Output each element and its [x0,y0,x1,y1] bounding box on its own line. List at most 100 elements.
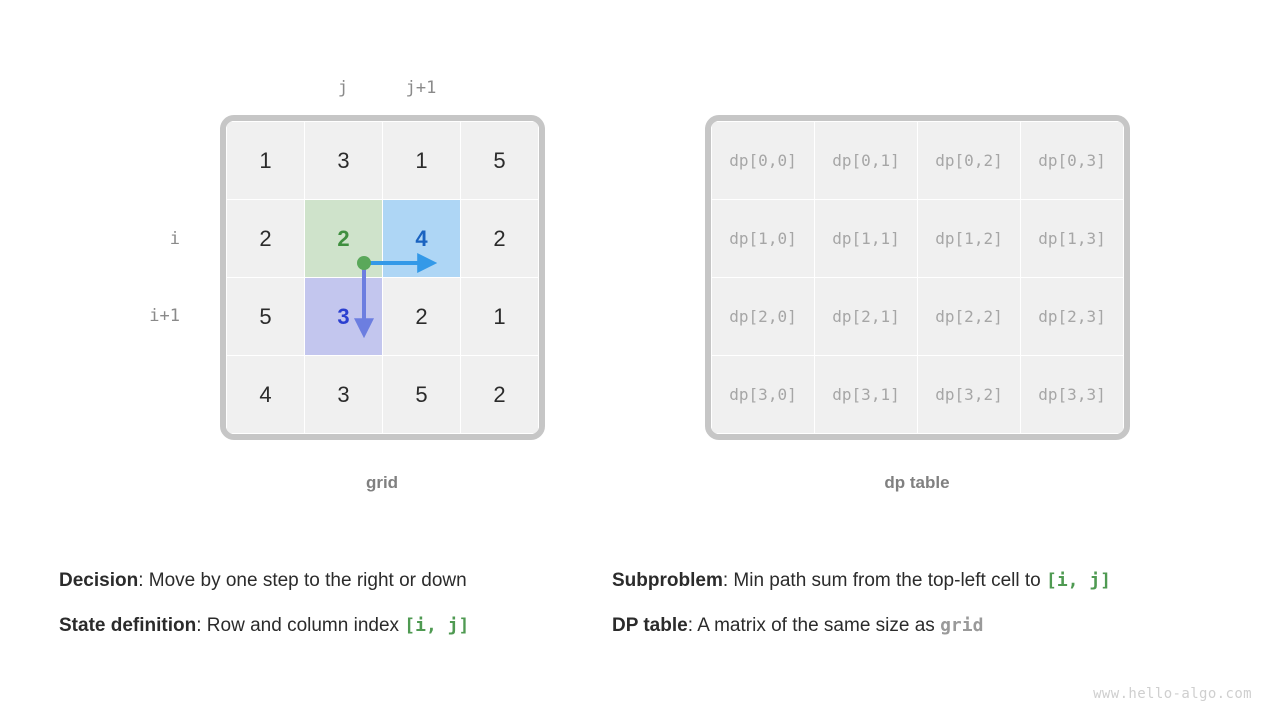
note-separator: : [722,570,734,591]
column-index-label-j: j [337,78,349,98]
note-separator: : [196,615,207,636]
row-index-label-i: i [169,229,180,249]
table-row: dp[3,0] dp[3,1] dp[3,2] dp[3,3] [711,355,1124,434]
dp-cell[interactable]: dp[3,0] [711,355,815,434]
grid-cell[interactable]: 5 [226,277,305,356]
note-lead: State definition [59,615,197,636]
table-row: 4 3 5 2 [226,355,539,434]
grid-cell[interactable]: 3 [304,121,383,200]
notes-right-column: Subproblem: Min path sum from the top-le… [612,558,1111,648]
dp-cell-label: dp[2,0] [729,307,797,326]
table-row: dp[2,0] dp[2,1] dp[2,2] dp[2,3] [711,277,1124,356]
dp-cell[interactable]: dp[1,0] [711,199,815,278]
grid-cell-value: 2 [493,225,506,251]
note-state-definition: State definition: Row and column index [… [59,603,469,648]
note-code: grid [940,615,984,636]
dp-cell-label: dp[2,2] [935,307,1003,326]
grid-cell[interactable]: 2 [460,355,539,434]
dp-cell-label: dp[1,1] [832,229,900,248]
grid-cell-value: 2 [493,381,506,407]
table-row: dp[0,0] dp[0,1] dp[0,2] dp[0,3] [711,121,1124,200]
grid-cell[interactable]: 1 [382,121,461,200]
grid-cell-value: 4 [415,225,428,251]
dp-cell-label: dp[0,2] [935,151,1003,170]
note-code: [i, j] [404,615,470,636]
note-text: Move by one step to the right or down [148,570,467,591]
note-code: [i, j] [1045,570,1112,591]
grid-cell-value: 5 [415,381,428,407]
note-lead: Decision [59,570,139,591]
dp-cell-label: dp[1,0] [729,229,797,248]
grid-cell-value: 3 [337,147,350,173]
dp-cell[interactable]: dp[2,1] [814,277,918,356]
dp-cell-label: dp[2,1] [832,307,900,326]
table-row: 1 3 1 5 [226,121,539,200]
grid-cell[interactable]: 5 [382,355,461,434]
dp-cell[interactable]: dp[2,0] [711,277,815,356]
grid-cell[interactable]: 1 [460,277,539,356]
grid-cell-down-target[interactable]: 3 [304,277,383,356]
note-decision: Decision: Move by one step to the right … [59,558,469,603]
grid-cell[interactable]: 3 [304,355,383,434]
dp-cell[interactable]: dp[1,3] [1020,199,1124,278]
note-lead: DP table [612,615,688,636]
dp-cell-label: dp[1,3] [1038,229,1106,248]
note-separator: : [687,615,698,636]
grid-cell[interactable]: 1 [226,121,305,200]
dp-cell-label: dp[3,3] [1038,385,1106,404]
grid-cell-value: 1 [259,147,272,173]
dp-cell[interactable]: dp[2,2] [917,277,1021,356]
grid-cell-value: 3 [337,381,350,407]
dp-cell-label: dp[0,0] [729,151,797,170]
note-lead: Subproblem [612,570,723,591]
grid-cell[interactable]: 2 [226,199,305,278]
grid-caption: grid [365,473,399,492]
grid-cell-value: 5 [259,303,272,329]
grid-cell[interactable]: 5 [460,121,539,200]
grid-cell-value: 2 [415,303,428,329]
dp-cell-label: dp[3,0] [729,385,797,404]
dp-cell[interactable]: dp[0,2] [917,121,1021,200]
row-index-label-i-plus-1: i+1 [149,306,180,326]
grid-cell-value: 2 [337,225,350,251]
note-text: A matrix of the same size as [697,615,941,636]
dp-table-caption: dp table [884,473,950,492]
grid-cell-value: 5 [493,147,506,173]
grid-cell-value: 1 [415,147,428,173]
grid-cell[interactable]: 2 [382,277,461,356]
grid-cell[interactable]: 4 [226,355,305,434]
table-row: 5 3 2 1 [226,277,539,356]
grid-cell-value: 3 [337,303,350,329]
dp-cell[interactable]: dp[1,2] [917,199,1021,278]
grid-matrix: 1 3 1 5 2 2 4 2 5 3 2 1 4 3 5 2 [220,115,545,440]
dp-table-matrix: dp[0,0] dp[0,1] dp[0,2] dp[0,3] dp[1,0] … [705,115,1130,440]
dp-cell[interactable]: dp[0,0] [711,121,815,200]
note-text: Min path sum from the top-left cell to [733,570,1046,591]
dp-cell-label: dp[0,1] [832,151,900,170]
note-text: Row and column index [206,615,405,636]
dp-cell-label: dp[3,2] [935,385,1003,404]
note-dp-table: DP table: A matrix of the same size as g… [612,603,1111,648]
grid-cell[interactable]: 2 [460,199,539,278]
dp-cell[interactable]: dp[1,1] [814,199,918,278]
dp-cell[interactable]: dp[2,3] [1020,277,1124,356]
grid-cell-value: 1 [493,303,506,329]
notes-left-column: Decision: Move by one step to the right … [59,558,469,648]
dp-cell[interactable]: dp[3,3] [1020,355,1124,434]
dp-cell[interactable]: dp[3,1] [814,355,918,434]
column-index-label-j-plus-1: j+1 [405,78,437,98]
grid-cell-right-target[interactable]: 4 [382,199,461,278]
watermark: www.hello-algo.com [1093,686,1252,702]
dp-cell-label: dp[1,2] [935,229,1003,248]
dp-cell-label: dp[3,1] [832,385,900,404]
dp-cell[interactable]: dp[0,1] [814,121,918,200]
grid-cell-current[interactable]: 2 [304,199,383,278]
table-row: 2 2 4 2 [226,199,539,278]
dp-table: dp[0,0] dp[0,1] dp[0,2] dp[0,3] dp[1,0] … [711,121,1124,434]
table-row: dp[1,0] dp[1,1] dp[1,2] dp[1,3] [711,199,1124,278]
dp-cell[interactable]: dp[3,2] [917,355,1021,434]
note-subproblem: Subproblem: Min path sum from the top-le… [612,558,1111,603]
grid-table: 1 3 1 5 2 2 4 2 5 3 2 1 4 3 5 2 [226,121,539,434]
dp-cell[interactable]: dp[0,3] [1020,121,1124,200]
note-separator: : [138,570,149,591]
